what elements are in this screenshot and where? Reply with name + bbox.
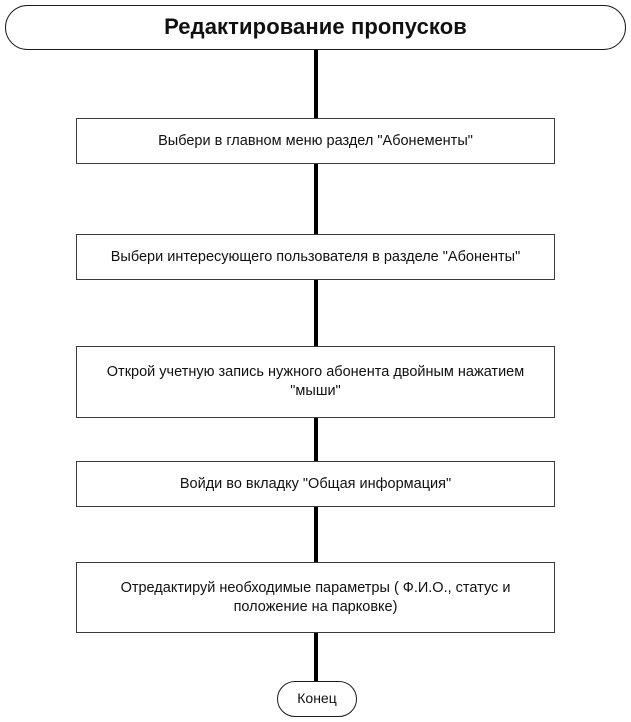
flowchart-node-step4-label: Войди во вкладку "Общая информация": [179, 475, 452, 492]
flowchart-node-start-label: Редактирование пропусков: [164, 14, 467, 40]
flowchart-node-end[interactable]: Конец: [277, 681, 357, 717]
flowchart-node-step1-label: Выбери в главном меню раздел "Абонементы…: [158, 132, 473, 149]
flowchart-node-step5[interactable]: Отредактируй необходимые параметры ( Ф.И…: [76, 562, 555, 633]
flowchart-connector-step1-to-step2: [314, 162, 318, 236]
flowchart-node-step2-label: Выбери интересующего пользователя в разд…: [110, 248, 521, 265]
flowchart-node-step1[interactable]: Выбери в главном меню раздел "Абонементы…: [76, 118, 555, 164]
flowchart-node-step3[interactable]: Открой учетную запись нужного абонента д…: [76, 346, 555, 418]
flowchart-node-step2[interactable]: Выбери интересующего пользователя в разд…: [76, 234, 555, 280]
flowchart-connector-step2-to-step3: [314, 278, 318, 348]
flowchart-node-start[interactable]: Редактирование пропусков: [5, 5, 626, 50]
flowchart-node-step5-label: Отредактируй необходимые параметры ( Ф.И…: [120, 579, 511, 615]
flowchart-connector-start-to-step1: [314, 48, 318, 120]
flowchart-node-step3-label: Открой учетную запись нужного абонента д…: [106, 364, 525, 399]
flowchart-connector-step4-to-step5: [314, 505, 318, 564]
flowchart-node-step4[interactable]: Войди во вкладку "Общая информация": [76, 461, 555, 507]
flowchart-node-end-label: Конец: [297, 690, 337, 707]
flowchart-connector-step5-to-end: [314, 631, 318, 683]
flowchart-connector-step3-to-step4: [314, 416, 318, 463]
